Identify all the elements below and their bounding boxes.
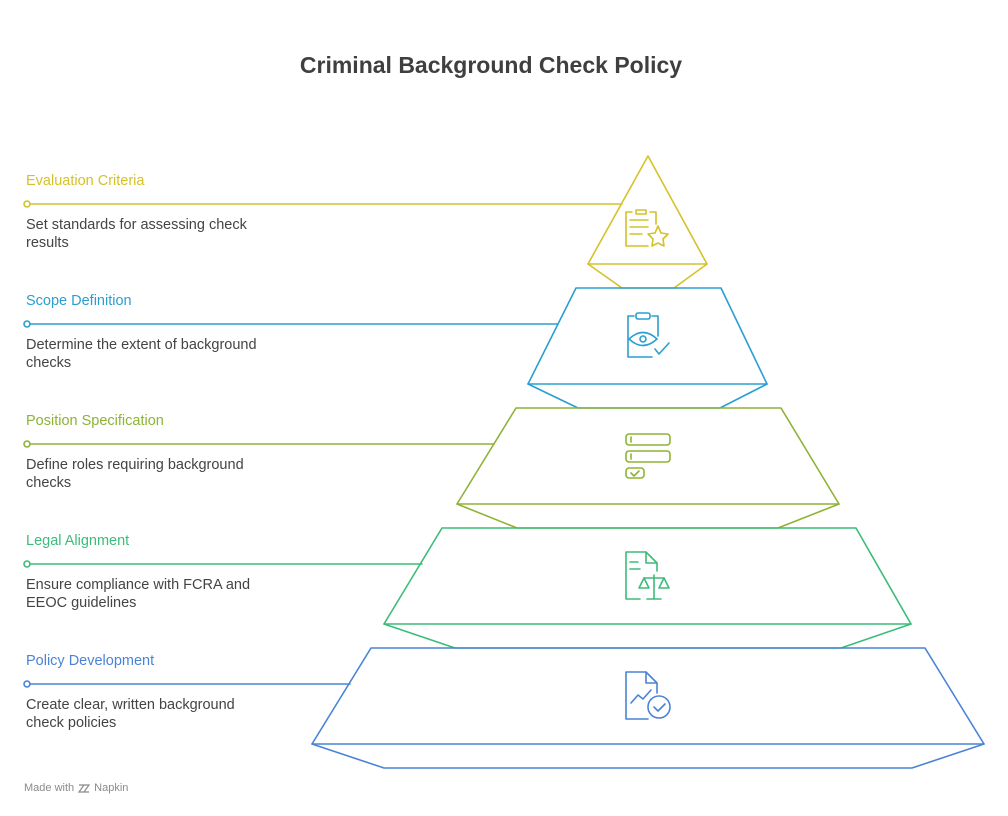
connector-dot bbox=[23, 200, 31, 208]
layer-shape bbox=[383, 527, 912, 625]
layer-title: Scope Definition bbox=[26, 293, 132, 309]
layer-shape bbox=[527, 287, 768, 385]
layer-title: Legal Alignment bbox=[26, 533, 130, 549]
layer-base bbox=[311, 743, 985, 769]
layer-title: Position Specification bbox=[26, 413, 164, 429]
layer-base bbox=[587, 263, 708, 289]
page-title: Criminal Background Check Policy bbox=[299, 52, 683, 78]
layer-base bbox=[527, 383, 768, 409]
layer-description: Determine the extent of background check… bbox=[26, 337, 257, 371]
pyramid-layer-scope-definition bbox=[23, 287, 768, 409]
layer-shape bbox=[587, 155, 708, 265]
layer-title: Policy Development bbox=[26, 653, 155, 669]
layer-label-legal-alignment: Legal Alignment Ensure compliance with F… bbox=[26, 532, 316, 612]
footer-attribution: Made with Napkin bbox=[24, 782, 128, 794]
pyramid-layer-evaluation-criteria bbox=[23, 155, 708, 289]
layer-description: Define roles requiring background checks bbox=[26, 457, 244, 491]
layer-description: Set standards for assessing check result… bbox=[26, 217, 247, 251]
pyramid-layer-position-specification bbox=[23, 407, 840, 529]
layer-base bbox=[456, 503, 840, 529]
document-chart-check-icon bbox=[625, 671, 671, 720]
layer-shape bbox=[456, 407, 840, 505]
made-with-label: Made with bbox=[24, 782, 75, 794]
connector-dot bbox=[23, 320, 31, 328]
napkin-logo-icon bbox=[78, 783, 91, 793]
layer-label-position-specification: Position Specification Define roles requ… bbox=[26, 412, 316, 492]
layer-description: Create clear, written background check p… bbox=[26, 697, 235, 731]
napkin-brand-label: Napkin bbox=[94, 782, 129, 794]
connector-dot bbox=[23, 560, 31, 568]
document-scales-icon bbox=[625, 551, 670, 600]
layer-description: Ensure compliance with FCRA and EEOC gui… bbox=[26, 577, 251, 611]
layer-label-policy-development: Policy Development Create clear, written… bbox=[26, 652, 316, 732]
connector-dot bbox=[23, 440, 31, 448]
connector-dot bbox=[23, 680, 31, 688]
role-list-icon bbox=[625, 433, 671, 479]
pyramid-layer-legal-alignment bbox=[23, 527, 912, 649]
layer-label-evaluation-criteria: Evaluation Criteria Set standards for as… bbox=[26, 172, 316, 252]
layer-base bbox=[383, 623, 912, 649]
layer-shape bbox=[311, 647, 985, 745]
pyramid-layer-policy-development bbox=[23, 647, 985, 769]
clipboard-star-icon bbox=[625, 209, 669, 247]
clipboard-eye-check-icon bbox=[627, 312, 670, 358]
layer-title: Evaluation Criteria bbox=[26, 173, 145, 189]
layer-label-scope-definition: Scope Definition Determine the extent of… bbox=[26, 292, 316, 372]
